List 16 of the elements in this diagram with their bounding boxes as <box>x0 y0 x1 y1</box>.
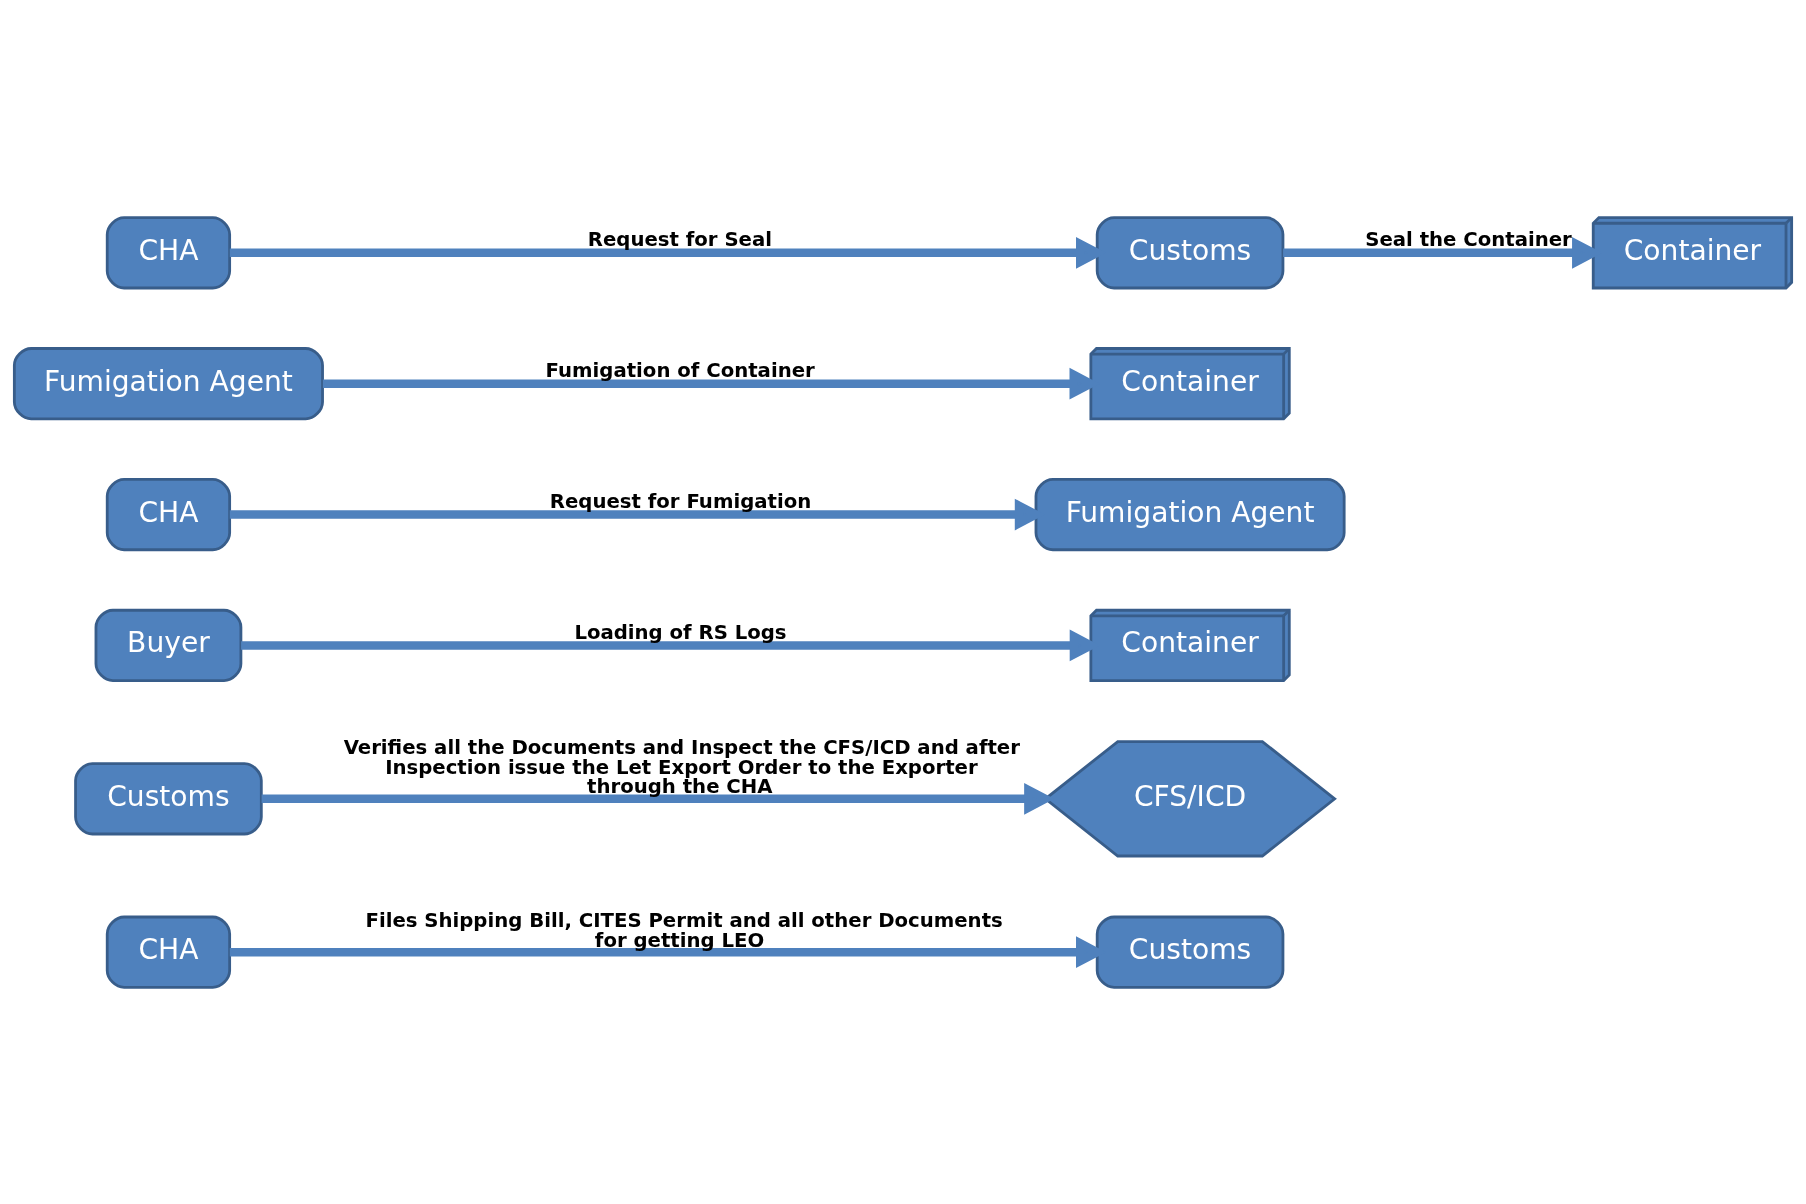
node-box: Fumigation Agent <box>1034 477 1346 551</box>
node-box: CHA <box>105 915 232 989</box>
node-box: CHA <box>105 215 232 289</box>
edge-label: Seal the Container <box>1365 227 1572 251</box>
node-box: Customs <box>1095 915 1285 989</box>
edge-label: Verifies all the Documents and Inspect the CFS/ICD and after Inspection issue the Let Export Order to the Exporter through the CHA <box>343 735 1020 798</box>
edge-label: Request for Fumigation <box>549 489 812 513</box>
node-box: CHA <box>105 477 232 551</box>
node-box: Buyer <box>94 608 243 682</box>
edge-label: Files Shipping Bill, CITES Permit and all other Documents for getting LEO <box>365 908 1003 952</box>
node-box: Fumigation Agent <box>12 346 324 420</box>
node-box: Customs <box>74 761 263 835</box>
edge-label: Loading of RS Logs <box>574 620 787 644</box>
edge-label: Fumigation of Container <box>545 358 815 382</box>
edge-label: Request for Seal <box>587 227 772 251</box>
node-box: Customs <box>1095 215 1285 289</box>
